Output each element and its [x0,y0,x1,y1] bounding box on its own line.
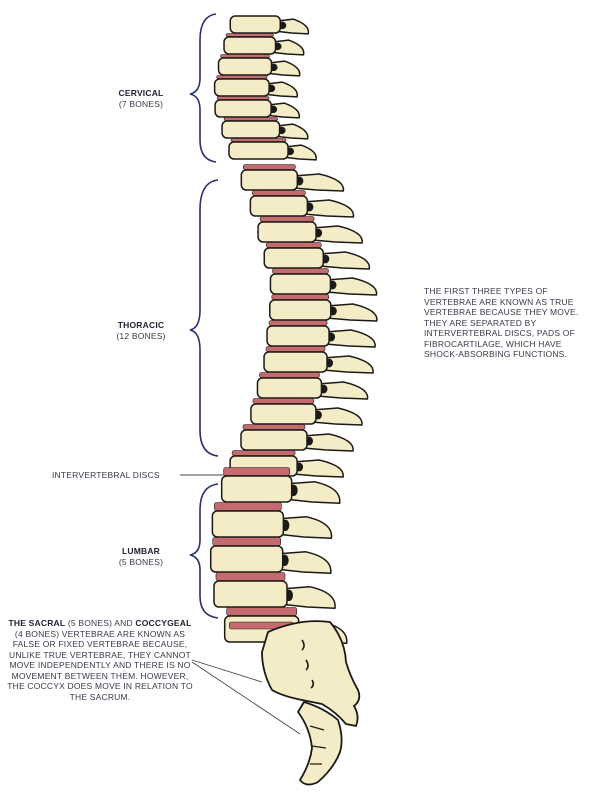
vertebral-process [318,251,371,270]
sacral-count: (5 BONES) [67,618,113,628]
sacral-leader-line [191,659,263,683]
cervical-bracket [189,13,217,163]
thoracic-count: (12 BONES) [116,330,166,341]
lumbar-count: (5 BONES) [118,556,164,567]
thoracic-vertebra [269,273,332,295]
vertebral-process [278,516,333,540]
cervical-vertebra [229,15,282,34]
intervertebral-disc [265,242,322,248]
false-vertebrae-note: THE SACRAL (5 BONES) AND COCCYGEAL (4 BO… [4,618,196,702]
and-word: AND [114,618,133,628]
cervical-label: CERVICAL (7 BONES) [86,88,196,109]
vertebral-process [292,459,344,478]
vertebral-process [286,481,341,505]
cervical-vertebra [214,99,272,118]
sacral-title: THE SACRAL [8,618,66,628]
intervertebral-disc [215,572,286,581]
cervical-count: (7 BONES) [118,98,164,109]
lumbar-label: LUMBAR (5 BONES) [86,546,196,567]
intervertebral-disc [271,294,330,300]
lumbar-title: LUMBAR [121,546,161,556]
vertebral-process [324,329,376,348]
intervertebral-disc [259,372,320,378]
intervertebral-disc [216,96,270,100]
sacrum [261,620,361,728]
cervical-vertebra [217,57,273,76]
lumbar-bracket [189,483,219,619]
vertebral-process [326,303,378,322]
intervertebral-discs-label: INTERVERTEBRAL DISCS [52,470,160,480]
cervical-title: CERVICAL [118,88,164,98]
false-vertebrae-body: VERTEBRAE ARE KNOWN AS FALSE OR FIXED VE… [7,628,193,702]
cervical-vertebra [213,78,270,97]
thoracic-vertebra [250,403,317,425]
intervertebral-disc [231,450,296,456]
intervertebral-disc [223,117,278,121]
thoracic-vertebra [269,299,332,321]
intervertebral-disc [212,537,281,546]
coccygeal-title: COCCYGEAL [135,618,192,628]
cervical-vertebra [223,36,277,55]
intervertebral-disc [252,190,306,196]
lumbar-vertebra [220,475,293,503]
intervertebral-disc [265,346,326,352]
sacral-foramina [301,639,315,689]
vertebral-process [282,586,336,610]
intervertebral-disc [225,33,274,37]
intervertebral-disc [230,138,287,142]
lumbar-vertebra [213,580,288,608]
vertebral-process [302,199,355,218]
lumbar-vertebra [209,545,284,573]
thoracic-bracket [189,179,219,457]
vertebral-process [302,433,354,452]
coccygeal-count: (4 BONES) [14,628,60,639]
true-vertebrae-note: THE FIRST THREE TYPES OF VERTEBRAE ARE K… [424,286,579,359]
vertebral-process [292,173,345,192]
thoracic-vertebra [266,325,330,347]
vertebral-process [311,407,363,426]
intervertebral-disc [226,607,297,616]
thoracic-title: THORACIC [117,320,165,330]
vertebral-process [322,355,374,374]
coccygeal-leader-line [191,661,301,735]
thoracic-vertebra [240,429,308,451]
intervertebral-disc [243,164,296,170]
intervertebral-disc [220,54,270,58]
intervertebral-disc [268,320,328,326]
thoracic-vertebra [263,247,325,269]
thoracic-vertebra [240,169,299,191]
thoracic-vertebra [249,195,309,217]
vertebral-process [311,225,363,244]
cervical-vertebra [221,120,281,139]
intervertebral-disc [216,75,268,79]
intervertebral-disc [223,467,290,476]
thoracic-vertebra [263,351,328,373]
lumbar-vertebra [211,510,285,538]
intervertebral-disc [272,268,329,274]
intervertebral-disc [242,424,306,430]
coccyx [296,700,343,786]
thoracic-vertebra [256,377,323,399]
thoracic-label: THORACIC (12 BONES) [86,320,196,341]
intervertebral-disc [252,398,315,404]
cervical-vertebra [228,141,289,160]
vertebral-process [277,551,332,575]
vertebral-process [316,381,369,400]
coccyx-segments [309,725,327,765]
vertebral-column [209,15,378,645]
intervertebral-disc [214,502,282,511]
intervertebral-disc [259,216,315,222]
vertebral-process [325,277,378,296]
thoracic-vertebra [257,221,317,243]
